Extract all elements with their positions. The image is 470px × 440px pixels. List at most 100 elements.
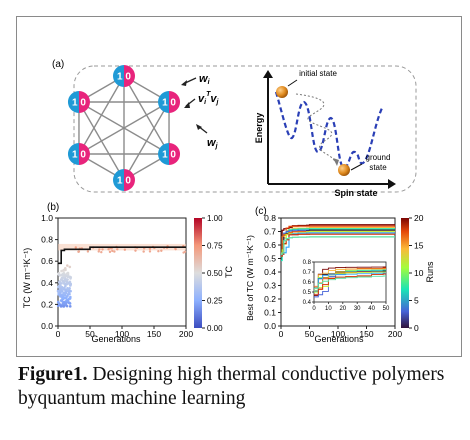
chart-b-point [68,296,72,300]
chart-b-xtick-label: 50 [85,329,95,339]
chart-c-inset-ytick-label: 0.8 [303,260,312,266]
qubit-node: 1 0 [158,91,181,113]
chart-b-colorbar-label: TC [224,266,234,278]
chart-c-ytick-label: 0.3 [264,281,276,291]
chart-b-point [57,271,61,275]
chart-c-ytick-label: 0.4 [264,267,276,277]
chart-b-xlabel: Generations [91,334,141,344]
weight-wi-label: wi [181,73,211,86]
chart-b-point [65,281,69,284]
energy-axis-label: Energy [254,113,264,144]
chart-b-point [57,285,60,289]
chart-c-xlabel: Generations [314,334,364,344]
chart-b-point [65,304,69,308]
chart-b-point [68,287,71,290]
svg-text:viTvj: viTvj [198,91,219,106]
qubit-label: 1 0 [162,150,176,161]
chart-b-point [61,296,65,300]
chart-b-point [182,251,185,254]
chart-c-inset-run-line [314,273,386,295]
chart-b-xtick-label: 100 [115,329,129,339]
chart-b-point [66,271,70,275]
chart-c-inset-ytick-label: 0.5 [303,290,312,296]
weight-wj-label: wj [196,124,219,150]
graph-edge [78,101,125,181]
chart-c-inset-run-line [314,272,386,292]
qubit-node: 1 0 [67,91,90,113]
chart-b-point [69,284,72,287]
chart-b-point [142,250,145,253]
chart-b-colorbar-tick-label: 0.75 [207,242,223,251]
chart-c-colorbar-tick-label: 0 [414,323,419,333]
qubit-half-pink [78,143,90,165]
chart-b-point [160,249,163,252]
chart-b-point [107,248,110,251]
figure-caption: Figure1. Designing high thermal conducti… [18,363,458,411]
svg-text:wi: wi [199,73,211,86]
chart-b-colorbar-tick-label: 0.50 [207,269,223,278]
chart-c-inset-run-line [314,266,386,296]
chart-c-inset-xtick-label: 10 [325,306,332,312]
chart-b-point [60,276,64,280]
chart-b-point [67,301,71,305]
chart-b-point [63,286,66,290]
chart-c-inset-ytick-label: 0.4 [303,300,312,306]
chart-b-point [67,290,71,294]
chart-b-point [77,250,80,253]
chart-b-ytick-label: 0.6 [41,256,53,266]
chart-b-point [68,265,72,269]
chart-c-inset-area [313,261,387,303]
ground-state-label-line2: state [369,163,387,172]
chart-c-ytick-label: 0.2 [264,294,276,304]
chart-c-inset-xtick-label: 20 [339,306,346,312]
chart-b-point [59,299,63,302]
chart-b-point [56,304,60,308]
qubit-half-blue [113,65,124,87]
chart-b-point [157,250,160,253]
chart-c-xtick-label: 150 [359,329,373,339]
chart-c-inset-ytick-label: 0.6 [303,280,312,286]
chart-b-point [74,246,77,249]
chart-c-ytick-label: 0.1 [264,308,276,318]
figure-graphic: (a) 1 01 01 01 01 01 0 wi viTvj wj Energ… [22,59,435,344]
complete-graph [78,75,170,181]
initial-state-label: initial state [299,69,337,78]
vivj-label: viTvj [184,91,219,108]
chart-b-colorbar-tick-label: 0.25 [207,297,223,306]
chart-c-xtick-label: 100 [331,329,345,339]
chart-b-plot-area [57,217,187,327]
qubit-half-blue [67,143,79,165]
chart-b-point [63,266,67,270]
chart-c-inset-ytick-label: 0.7 [303,270,312,276]
chart-b-point [59,305,63,308]
spin-axis-arrow [388,179,396,189]
chart-b-point [63,279,66,282]
qubit-label: 1 0 [117,72,131,83]
chart-c-ytick-label: 0.0 [264,321,276,331]
chart-b-point [62,302,66,305]
chart-b-point [62,281,65,284]
chart-b-point [58,280,62,283]
panel-a-dashed-box [73,65,417,193]
chart-c-ytick-label: 0.5 [264,254,276,264]
chart-b-point [58,274,61,277]
qubit-half-blue [113,169,124,191]
energy-axis-arrow [263,70,273,78]
panel-b-label: (b) [47,202,59,213]
qubit-node: 1 0 [67,143,90,165]
chart-b-colorbar-tick-label: 1.00 [207,214,223,223]
chart-b-colorbar-tick-label: 0.00 [207,324,223,333]
chart-b-point [101,248,104,251]
energy-landscape: Energy Spin state initial state ground s… [254,69,396,198]
initial-state-ball [276,86,288,98]
chart-b-point [111,249,114,253]
chart-c-run-line [281,236,395,255]
chart-b-best-line [58,246,186,265]
qubit-half-pink [169,91,181,113]
chart-b-point [64,302,68,305]
svg-text:wj: wj [207,137,219,150]
chart-b-point [56,300,60,304]
